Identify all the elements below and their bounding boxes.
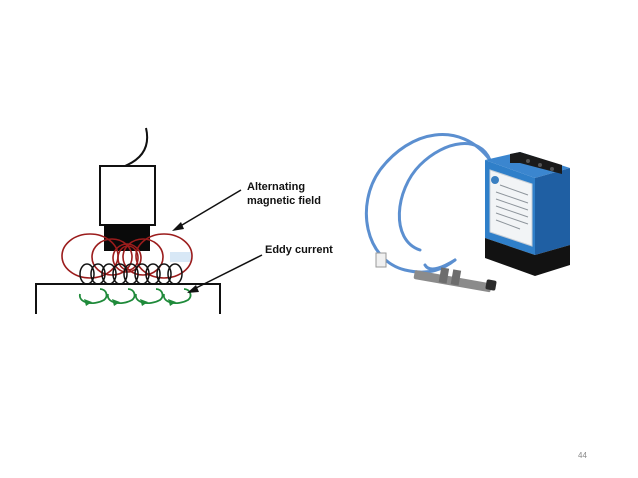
arrow-alternating-field — [176, 189, 242, 229]
sensor-housing — [99, 165, 156, 226]
page-number: 44 — [578, 451, 587, 460]
target-plate — [35, 283, 221, 314]
cable-clip — [375, 252, 387, 268]
sensor-cable-photo — [364, 133, 492, 274]
eddy-current-loops — [79, 288, 192, 305]
faint-tag — [170, 252, 192, 262]
arrow-alternating-field-head — [172, 222, 184, 231]
sensor-cable — [124, 127, 149, 167]
label-eddy-current: Eddy current — [265, 244, 333, 256]
label-alternating: Alternating — [247, 181, 306, 193]
terminal-screws — [526, 159, 554, 171]
module-side — [535, 168, 570, 255]
arrow-eddy-current — [191, 254, 263, 291]
module-label — [489, 169, 533, 247]
eddy-current-arrowheads — [84, 299, 176, 306]
module-top — [485, 152, 570, 178]
module-label-lines — [495, 184, 529, 230]
eddy-current-diagram — [35, 127, 263, 314]
proximity-sensor-photo — [364, 133, 570, 293]
arrow-eddy-current-head — [187, 285, 199, 293]
module-base — [485, 238, 570, 276]
magnetic-field-loops — [61, 233, 193, 279]
module-logo — [491, 176, 499, 184]
label-magnetic-field: magnetic field — [247, 195, 321, 207]
proximity-probe — [413, 267, 497, 293]
module-terminals — [510, 152, 562, 174]
